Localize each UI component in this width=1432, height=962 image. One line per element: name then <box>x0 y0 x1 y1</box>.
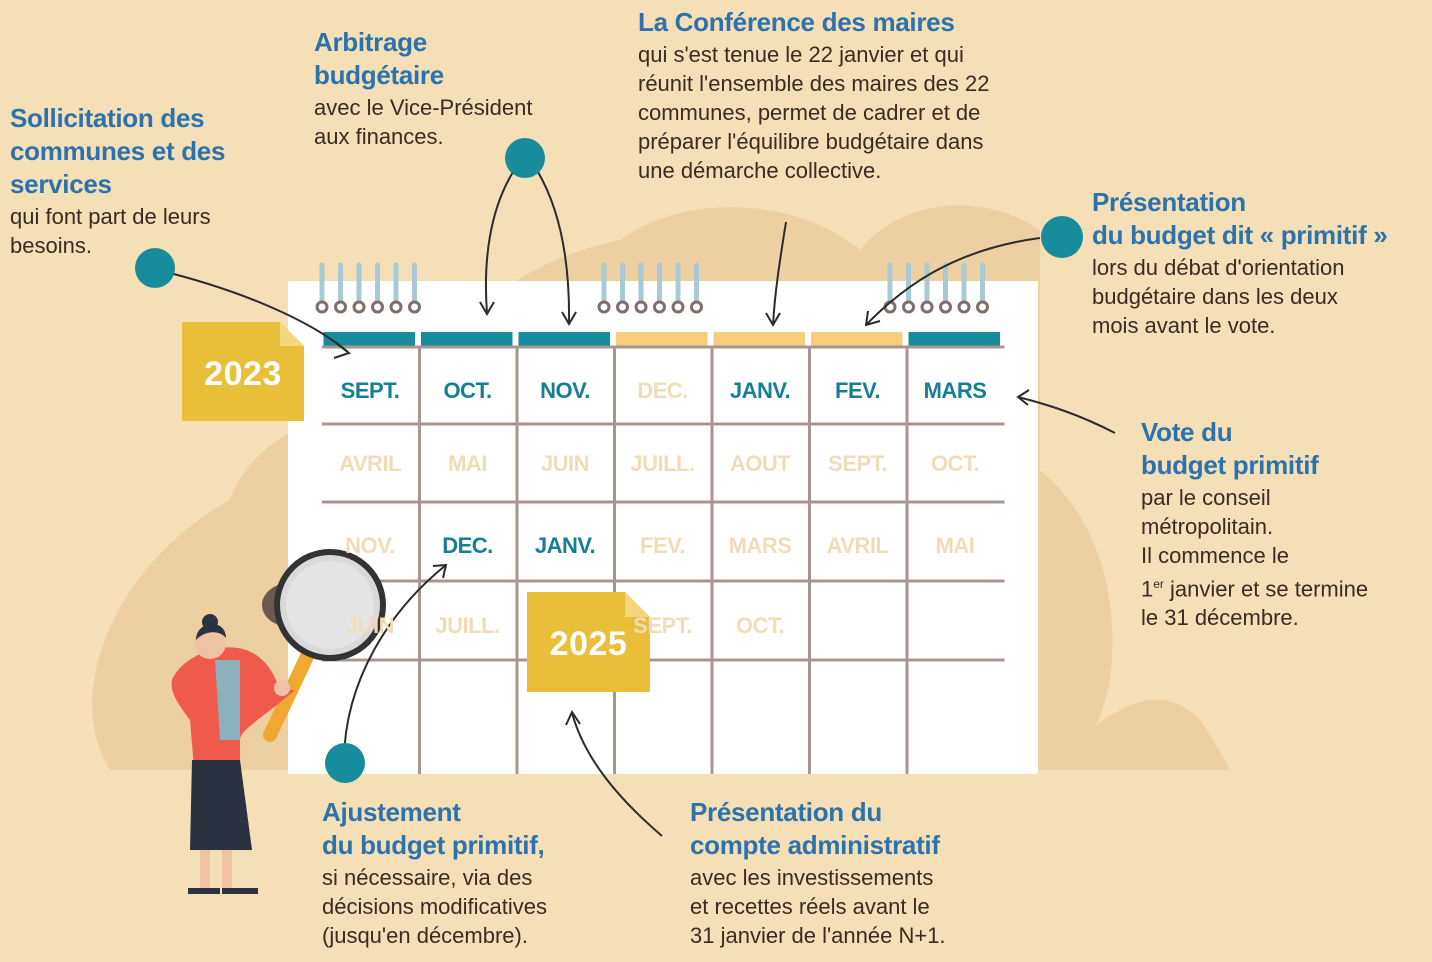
month-label: AVRIL <box>339 451 401 476</box>
ring-icon <box>352 262 366 314</box>
month-label: AOUT <box>729 451 791 476</box>
header-bar <box>811 332 903 347</box>
annotation-body: si nécessaire, via des décisions modific… <box>322 865 547 948</box>
month-label: MAI <box>935 533 975 558</box>
month-label: NOV. <box>540 378 590 403</box>
ring-icon <box>939 262 952 314</box>
ring-icon <box>408 262 421 314</box>
annotation-body: lors du débat d'orientation budgétaire d… <box>1092 255 1345 338</box>
month-label: DEC. <box>442 533 493 558</box>
year-note-2025: 2025 <box>549 625 628 663</box>
annotation-title: Ajustement du budget primitif, <box>322 797 545 860</box>
dot-sollicitation <box>135 248 175 288</box>
month-label: MARS <box>728 533 792 558</box>
ring-icon <box>597 262 611 314</box>
month-label: OCT. <box>443 378 492 403</box>
header-bar <box>616 332 708 347</box>
header-bar <box>323 332 415 347</box>
annotation-title: Sollicitation des communes et des servic… <box>10 103 226 199</box>
month-label: SEPT. <box>828 451 887 476</box>
month-label: OCT. <box>930 451 980 476</box>
ring-icon <box>976 262 989 314</box>
month-label: DEC. <box>637 378 688 403</box>
ring-icon <box>653 262 666 314</box>
annotation-title: La Conférence des maires <box>638 7 955 37</box>
dot-presentation-primitif <box>1041 216 1083 258</box>
annotation-arrows <box>157 171 1116 837</box>
year-note-2023: 2023 <box>204 355 282 393</box>
annotation-title: Arbitrage budgétaire <box>314 27 444 90</box>
ring-icon <box>690 262 703 314</box>
annotation-dots <box>135 138 1083 783</box>
month-label: FEV. <box>835 378 880 403</box>
annotation-compte-administratif: Présentation du compte administratif ave… <box>690 796 1030 950</box>
ring-icon <box>634 262 648 314</box>
annotation-vote-budget-primitif: Vote du budget primitif par le conseil m… <box>1141 416 1431 632</box>
header-bar <box>713 332 805 347</box>
annotation-body: par le conseil métropolitain. Il commenc… <box>1141 485 1369 631</box>
dot-ajustement <box>325 743 365 783</box>
note-2025-shape <box>527 592 650 692</box>
month-label: AVRIL <box>826 533 889 558</box>
calendar-body <box>288 281 1038 774</box>
month-label: JUIN <box>345 613 395 638</box>
ring-icon <box>334 262 347 314</box>
annotation-title: Présentation du budget dit « primitif » <box>1092 187 1388 250</box>
month-label: MARS <box>923 378 987 403</box>
ring-icon <box>389 262 403 314</box>
month-label: OCT. <box>735 613 785 638</box>
annotation-title: Vote du budget primitif <box>1141 417 1319 480</box>
month-label: JANV. <box>729 378 791 403</box>
month-label: MAI <box>448 451 487 476</box>
annotation-sollicitation: Sollicitation des communes et des servic… <box>10 102 300 260</box>
ring-icon <box>371 262 384 314</box>
header-bar <box>908 332 1000 347</box>
dot-arbitrage <box>505 138 545 178</box>
ring-icon <box>957 262 971 314</box>
month-label: JUILL. <box>630 451 695 476</box>
annotation-presentation-budget-primitif: Présentation du budget dit « primitif » … <box>1092 186 1432 340</box>
month-label: JUILL. <box>435 613 500 638</box>
annotation-conference-des-maires: La Conférence des maires qui s'est tenue… <box>638 6 1098 185</box>
annotation-title: Présentation du compte administratif <box>690 797 940 860</box>
header-bar <box>421 332 513 347</box>
month-label: NOV. <box>345 533 395 558</box>
annotation-body: qui s'est tenue le 22 janvier et qui réu… <box>638 42 990 183</box>
woman-with-magnifier-illustration <box>171 549 386 894</box>
ring-icon <box>315 262 329 314</box>
annotation-ajustement: Ajustement du budget primitif, si nécess… <box>322 796 642 950</box>
month-label: JUIN <box>540 451 590 476</box>
calendar-header-bars <box>323 332 1000 347</box>
ring-icon <box>902 262 915 314</box>
calendar-rings <box>315 262 989 314</box>
month-label: FEV. <box>640 533 685 558</box>
month-label: SEPT. <box>340 378 400 403</box>
ring-icon <box>671 262 685 314</box>
ring-icon <box>616 262 629 314</box>
annotation-arbitrage: Arbitrage budgétaire avec le Vice-Présid… <box>314 26 614 151</box>
note-2023-shape <box>182 322 304 421</box>
month-label: JANV. <box>534 533 596 558</box>
annotation-body: avec les investissements et recettes rée… <box>690 865 946 948</box>
ring-icon <box>920 262 934 314</box>
header-bar <box>518 332 610 347</box>
calendar-grid <box>322 345 1005 774</box>
annotation-body: avec le Vice-Président aux finances. <box>314 95 533 149</box>
annotation-body: qui font part de leurs besoins. <box>10 204 211 258</box>
month-label: SEPT. <box>633 613 692 638</box>
